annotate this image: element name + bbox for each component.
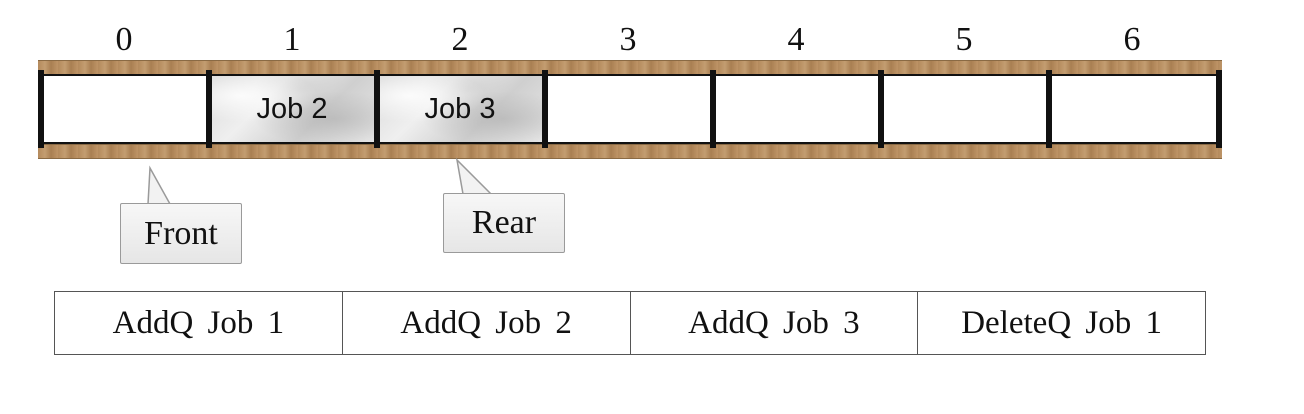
front-pointer: Front <box>120 165 242 266</box>
slot-divider <box>542 70 548 148</box>
slot-index: 3 <box>619 21 637 58</box>
slot-index: 0 <box>115 21 133 58</box>
queue-slot <box>880 74 1048 144</box>
slot-divider <box>878 70 884 148</box>
slot-index: 2 <box>451 21 469 58</box>
operation-cell: DeleteQ Job 1 <box>961 304 1163 341</box>
queue-slot <box>1048 74 1220 144</box>
queue-slot: Job 2 <box>208 74 376 144</box>
slot-divider <box>38 70 44 148</box>
slot-divider <box>374 70 380 148</box>
rear-pointer: Rear <box>443 157 565 254</box>
operation-cell: AddQ Job 1 <box>55 292 343 354</box>
slot-index: 4 <box>787 21 805 58</box>
rail-top <box>38 60 1222 75</box>
queue-array: Job 2 Job 3 <box>40 74 1220 144</box>
slot-divider <box>1216 70 1222 148</box>
rear-pointer-label: Rear <box>443 193 565 253</box>
operations-table: AddQ Job 1 AddQ Job 2 AddQ Job 3 DeleteQ… <box>54 291 1206 355</box>
slot-index: 1 <box>283 21 301 58</box>
queue-slot <box>40 74 208 144</box>
slot-index: 6 <box>1123 21 1141 58</box>
operation-cell: AddQ Job 2 <box>343 292 631 354</box>
queue-slot: Job 3 <box>376 74 544 144</box>
slot-indices: 0 1 2 3 4 5 6 <box>40 18 1220 62</box>
slot-index: 5 <box>955 21 973 58</box>
rail-bottom <box>38 144 1222 159</box>
queue-slot <box>712 74 880 144</box>
operation-cell: AddQ Job 3 <box>631 292 919 354</box>
queue-slot <box>544 74 712 144</box>
slot-divider <box>206 70 212 148</box>
slot-divider <box>710 70 716 148</box>
slot-divider <box>1046 70 1052 148</box>
front-pointer-label: Front <box>120 203 242 264</box>
